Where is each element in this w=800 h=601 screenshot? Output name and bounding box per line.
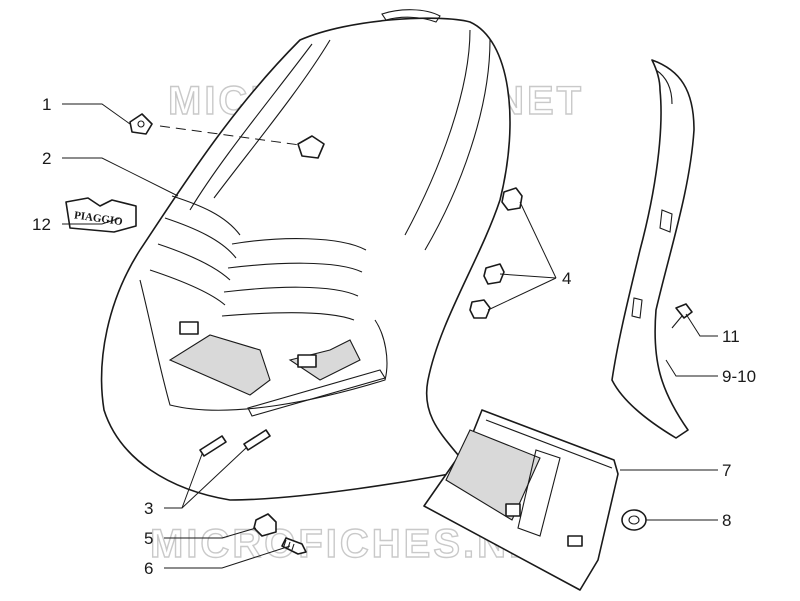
leader-lines <box>62 103 718 569</box>
front-shield <box>100 9 511 501</box>
part-7-grille <box>423 409 619 591</box>
callout-8: 8 <box>722 511 731 530</box>
part-4-clips <box>469 187 523 319</box>
callout-7: 7 <box>722 461 731 480</box>
callout-12: 12 <box>32 215 51 234</box>
part-6-screw <box>281 537 307 555</box>
part-1-clip-nut <box>129 113 325 159</box>
part-3-screws <box>199 429 271 457</box>
part-12-logo-badge: PIAGGIO <box>65 197 137 233</box>
callout-2: 2 <box>42 149 51 168</box>
part-9-10-side-panel <box>611 59 695 439</box>
part-11-screw <box>671 303 693 329</box>
callout-4: 4 <box>562 269 571 288</box>
callout-9-10: 9-10 <box>722 367 756 386</box>
callout-5: 5 <box>144 529 153 548</box>
callout-1: 1 <box>42 95 51 114</box>
callout-3: 3 <box>144 499 153 518</box>
callout-11: 11 <box>722 327 740 346</box>
callout-6: 6 <box>144 559 153 578</box>
part-8-grommet <box>621 509 647 531</box>
part-5-clip <box>253 513 277 537</box>
